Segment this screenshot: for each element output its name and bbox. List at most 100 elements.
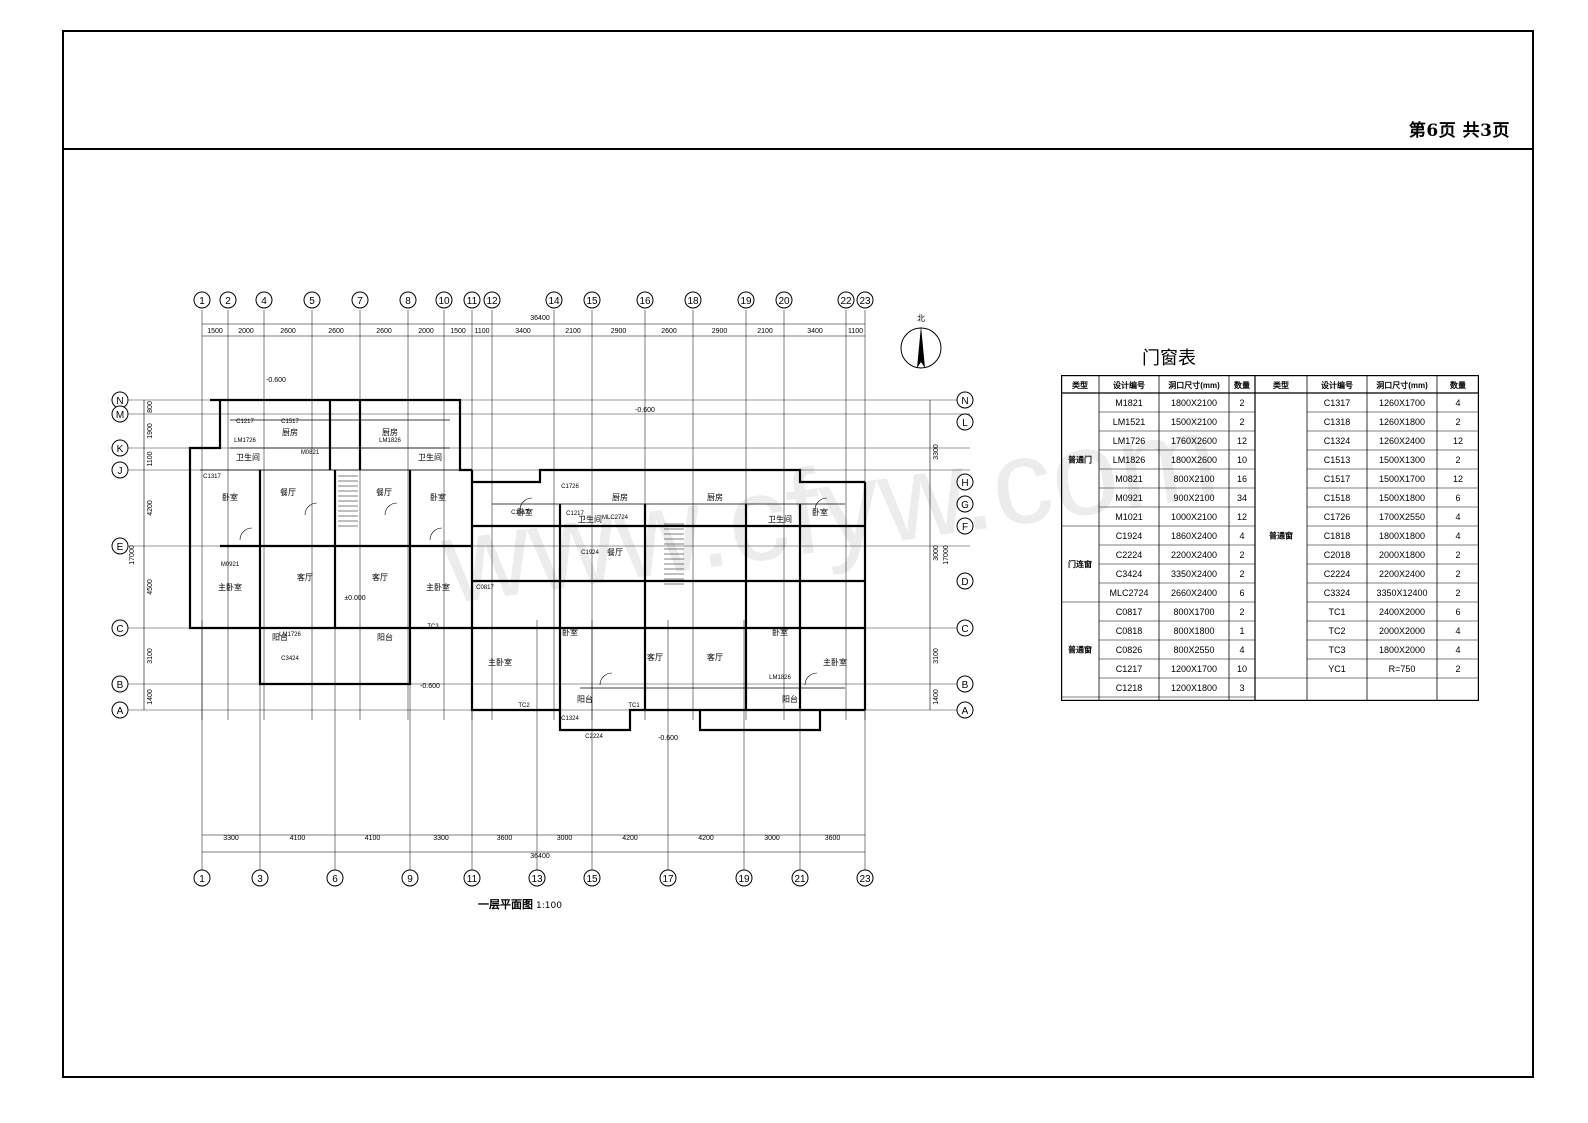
table-cell: TC3 bbox=[1328, 645, 1345, 655]
room-label: 卧室 bbox=[222, 492, 238, 502]
table-group: 普通门 bbox=[1068, 455, 1092, 465]
axis-bubble bbox=[791, 869, 809, 887]
dim-text: 2600 bbox=[280, 328, 296, 335]
table-border bbox=[1061, 375, 1479, 701]
axis-label: 2 bbox=[225, 296, 231, 307]
door-swing bbox=[519, 497, 533, 511]
table-cell: 2 bbox=[1455, 588, 1460, 598]
opening-label: C1217 bbox=[566, 511, 584, 517]
table-cell: 1500X2100 bbox=[1171, 417, 1217, 427]
dim-text: 4200 bbox=[622, 835, 638, 842]
wall bbox=[470, 470, 865, 732]
dim-text: 1400 bbox=[147, 689, 154, 705]
dim-text: 4200 bbox=[698, 835, 714, 842]
axis-bubble bbox=[636, 291, 654, 309]
table-cell: C0818 bbox=[1116, 626, 1143, 636]
room-label: 客厅 bbox=[707, 652, 723, 662]
axis-label: E bbox=[117, 542, 124, 553]
table-cell: 2400X2000 bbox=[1379, 607, 1425, 617]
axis-label: 8 bbox=[405, 296, 411, 307]
table-cell: C1818 bbox=[1324, 531, 1351, 541]
axis-bubble bbox=[111, 619, 129, 637]
opening-label: C2224 bbox=[585, 734, 603, 740]
dim-text: 1500 bbox=[450, 328, 466, 335]
room-label: 卧室 bbox=[517, 507, 533, 517]
axis-label: C bbox=[961, 624, 968, 635]
table-cell: 4 bbox=[1455, 531, 1460, 541]
table-cell: M1821 bbox=[1115, 398, 1143, 408]
opening-label: LM1726 bbox=[279, 632, 301, 638]
axis-bubble bbox=[659, 869, 677, 887]
axis-bubble bbox=[856, 291, 874, 309]
room-label: 餐厅 bbox=[376, 488, 392, 497]
table-cell: 2000X2000 bbox=[1379, 626, 1425, 636]
axis-label: 4 bbox=[261, 296, 267, 307]
table-cell: 2 bbox=[1239, 569, 1244, 579]
room-label: 阳台 bbox=[272, 632, 288, 642]
table-cell: 12 bbox=[1237, 512, 1247, 522]
table-cell: 12 bbox=[1237, 436, 1247, 446]
axis-label: C bbox=[116, 624, 123, 635]
axis-bubble bbox=[956, 572, 974, 590]
table-cell: C1324 bbox=[1324, 436, 1351, 446]
room-label: 卧室 bbox=[430, 492, 446, 502]
table-cell: 2 bbox=[1455, 455, 1460, 465]
table-cell: 4 bbox=[1455, 626, 1460, 636]
room-label: 卫生间 bbox=[578, 514, 602, 524]
opening-label: TC1 bbox=[628, 703, 640, 709]
table-cell: LM1521 bbox=[1113, 417, 1146, 427]
opening-label: C1726 bbox=[561, 484, 579, 490]
table-cell: 4 bbox=[1239, 645, 1244, 655]
axis-bubble bbox=[111, 675, 129, 693]
axis-bubble bbox=[435, 291, 453, 309]
table-group: 普通窗 bbox=[1269, 531, 1293, 541]
dim-text: 2600 bbox=[661, 328, 677, 335]
wall bbox=[472, 468, 865, 484]
room-label: 厨房 bbox=[707, 492, 723, 502]
table-cell: 12 bbox=[1453, 436, 1463, 446]
table-cell: 12 bbox=[1453, 474, 1463, 484]
door-swing bbox=[599, 672, 613, 686]
dim-text: 2100 bbox=[565, 328, 581, 335]
axis-label: B bbox=[117, 680, 124, 691]
axis-label: 17 bbox=[662, 874, 674, 885]
table-cell: R=750 bbox=[1389, 664, 1416, 674]
axis-label: D bbox=[961, 577, 968, 588]
axis-label: 23 bbox=[859, 296, 871, 307]
table-cell: M0821 bbox=[1115, 474, 1143, 484]
axis-label: J bbox=[118, 466, 123, 477]
axis-label: 3 bbox=[257, 874, 263, 885]
table-cell: 800X1800 bbox=[1173, 626, 1214, 636]
opening-label: C1517 bbox=[511, 510, 529, 516]
opening-label: LM1826 bbox=[379, 438, 401, 444]
table-cell: 4 bbox=[1455, 512, 1460, 522]
table-cell: 1200X1700 bbox=[1171, 664, 1217, 674]
table-group: 普通窗 bbox=[1068, 645, 1092, 655]
table-cell: 6 bbox=[1239, 588, 1244, 598]
wall bbox=[188, 400, 472, 630]
axis-bubble bbox=[111, 461, 129, 479]
table-cell: MLC2724 bbox=[1109, 588, 1148, 598]
elevation-mark: -0.600 bbox=[635, 407, 655, 414]
dim-text: 2000 bbox=[238, 328, 254, 335]
dim-text: 800 bbox=[147, 401, 154, 413]
dim-text: 3600 bbox=[497, 835, 513, 842]
axis-bubble bbox=[956, 675, 974, 693]
axis-label: 10 bbox=[438, 296, 450, 307]
door-swing bbox=[429, 527, 443, 541]
dim-text: 3100 bbox=[147, 648, 154, 664]
table-cell: C1518 bbox=[1324, 493, 1351, 503]
dim-text: 2000 bbox=[418, 328, 434, 335]
opening-label: LM1726 bbox=[234, 438, 256, 444]
dim-text: 2900 bbox=[712, 328, 728, 335]
wall bbox=[210, 398, 472, 472]
axis-bubble bbox=[956, 473, 974, 491]
axis-bubble bbox=[193, 291, 211, 309]
dim-text: 1100 bbox=[474, 328, 489, 335]
axis-bubble bbox=[463, 291, 481, 309]
axis-bubble bbox=[401, 869, 419, 887]
table-cell: 2 bbox=[1455, 550, 1460, 560]
door-swing bbox=[384, 502, 398, 516]
axis-bubble bbox=[255, 291, 273, 309]
